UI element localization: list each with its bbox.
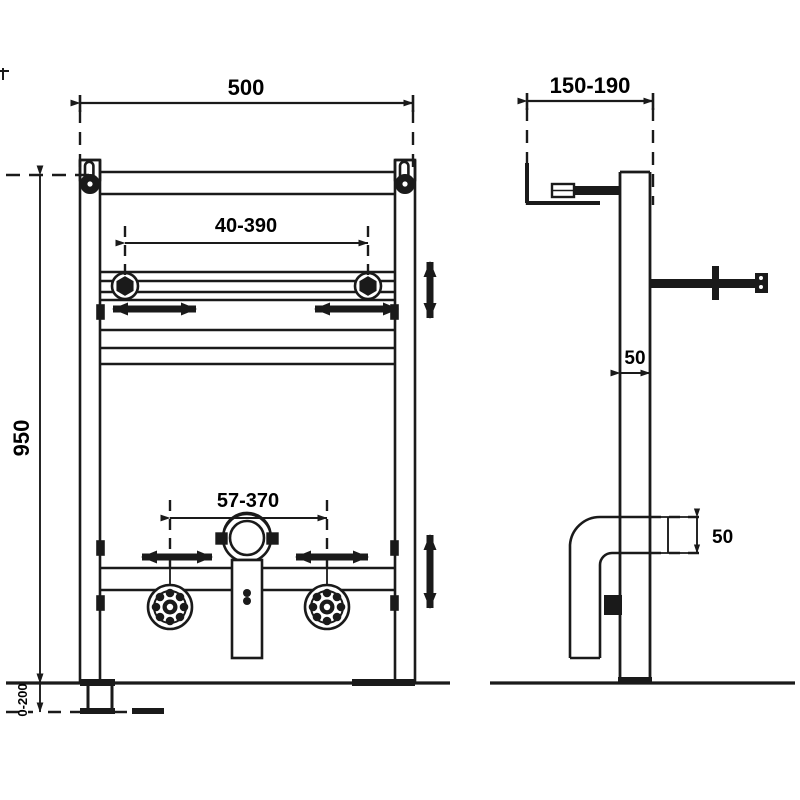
mounting-bolt <box>650 266 768 300</box>
side-lug-left-lower <box>96 540 105 611</box>
post-fixing-block <box>604 595 622 615</box>
projection-extension-lines <box>525 108 655 205</box>
label-projection-range: 150-190 <box>550 73 631 98</box>
label-upper-bracket-range: 40-390 <box>215 215 277 237</box>
dimension-projection-range <box>517 93 655 110</box>
bolt-flange-left <box>146 566 194 631</box>
waste-bend-profile <box>568 515 650 660</box>
label-outlet-height: 50 <box>712 527 733 548</box>
side-lug-right-lower <box>390 540 399 611</box>
side-lug-left-upper <box>96 304 105 320</box>
label-lower-bracket-range: 57-370 <box>217 490 279 512</box>
side-floor-line <box>490 677 795 685</box>
label-overall-width: 500 <box>228 75 265 100</box>
label-post-depth: 50 <box>624 348 645 369</box>
upper-bracket-slider-left <box>110 271 140 301</box>
label-overall-height: 950 <box>9 420 34 457</box>
upper-adjustable-rail <box>100 270 395 302</box>
wall-mount-bracket <box>525 163 600 205</box>
frame-mid-rail <box>100 328 395 366</box>
upper-bracket-slider-right <box>353 271 383 301</box>
front-elevation-view <box>6 95 450 714</box>
floor-line <box>6 679 450 686</box>
sheet-corner-mark <box>0 68 9 80</box>
top-threaded-stud <box>550 182 620 199</box>
leg-fixing-boss-left <box>80 174 100 194</box>
side-elevation-view <box>490 93 795 685</box>
adjustable-foot-detail <box>80 686 164 714</box>
frame-structure <box>78 158 417 683</box>
width-extension-lines <box>78 110 415 168</box>
bolt-flange-right <box>303 566 351 631</box>
leg-fixing-boss-right <box>395 174 415 194</box>
dimension-overall-width <box>70 95 415 112</box>
waste-pipe-clamp <box>215 511 279 564</box>
label-foot-adjustment: 0-200 <box>15 683 30 716</box>
dimension-upper-bracket-range <box>115 226 370 276</box>
central-duct <box>230 558 264 660</box>
frame-top-rail <box>100 170 395 196</box>
dimension-outlet-height <box>650 508 701 555</box>
